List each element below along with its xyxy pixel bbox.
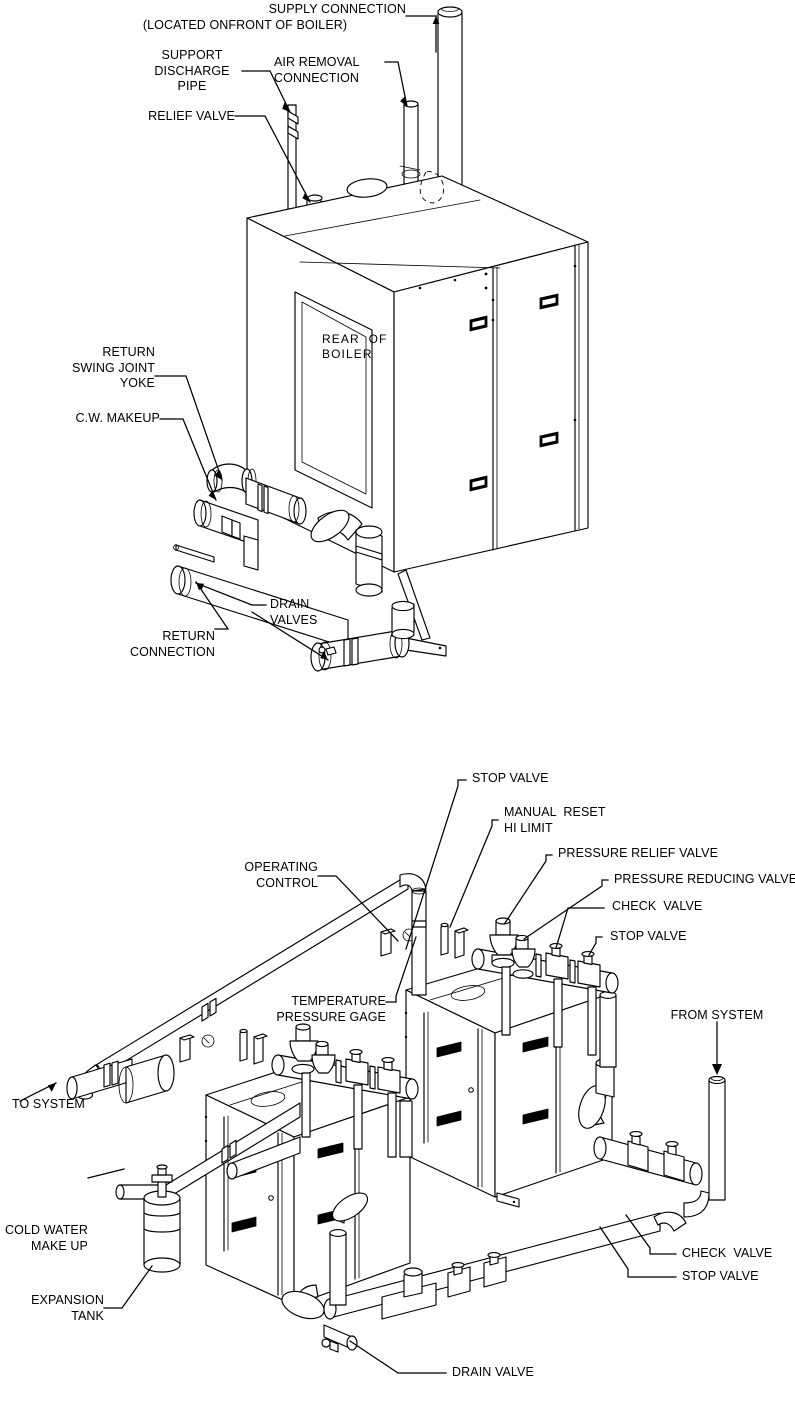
callout-supply-connection: SUPPLY CONNECTION	[268, 2, 406, 16]
callout-operating-control: OPERATING CONTROL	[244, 860, 318, 890]
callout-stop-valve-lower: STOP VALVE	[682, 1269, 759, 1283]
callout-stop-valve-upper: STOP VALVE	[610, 929, 687, 943]
callout-check-valve-lower: CHECK VALVE	[682, 1246, 773, 1260]
figure-rear-of-boiler-graphic	[154, 6, 589, 672]
from-system-riser	[683, 1075, 726, 1218]
callout-pressure-relief-valve: PRESSURE RELIEF VALVE	[558, 846, 719, 860]
figure-multiple-boiler-graphic	[19, 779, 726, 1374]
lower-drain-header	[281, 1192, 687, 1353]
boiler-unit-rear	[404, 954, 613, 1208]
callout-return-connection: RETURN CONNECTION	[129, 629, 215, 659]
top-valve-group	[471, 917, 619, 994]
to-system-outlet	[66, 1054, 175, 1104]
callout-return-swing-joint-yoke: RETURN SWING JOINT YOKE	[71, 345, 155, 390]
crossover-pipe	[226, 1100, 413, 1180]
rear-manifold-risers	[501, 966, 597, 1056]
callout-relief-valve: RELIEF VALVE	[148, 109, 235, 123]
callout-stop-valve-top: STOP VALVE	[472, 771, 549, 785]
callout-drain-valves: DRAIN VALVES	[270, 597, 318, 627]
callout-air-removal-connection: AIR REMOVAL CONNECTION	[274, 55, 360, 85]
callout-support-discharge-pipe: SUPPORT DISCHARGE PIPE	[154, 48, 230, 93]
mid-valve-group	[271, 1023, 419, 1158]
callout-drain-valve: DRAIN VALVE	[452, 1365, 534, 1379]
callout-cold-water-make-up: COLD WATER MAKE UP	[5, 1223, 88, 1253]
support-discharge-pipe-shape	[287, 104, 299, 211]
right-valve-train	[578, 991, 703, 1186]
return-swing-joint-yoke-assembly	[170, 463, 415, 672]
callout-to-system: TO SYSTEM	[12, 1097, 85, 1111]
expansion-tank-assembly	[143, 1164, 181, 1273]
callout-expansion-tank: EXPANSION TANK	[31, 1293, 104, 1323]
boiler-face-text: REAR OF BOILER	[322, 332, 388, 361]
boiler-top-openings	[346, 165, 445, 204]
callout-pressure-reducing-valve: PRESSURE REDUCING VALVE	[614, 872, 795, 886]
figure1-leaders	[154, 15, 440, 661]
callout-check-valve-upper: CHECK VALVE	[612, 899, 703, 913]
figure2-leaders	[19, 779, 722, 1374]
callout-from-system: FROM SYSTEM	[670, 1008, 764, 1022]
boiler-controls	[179, 922, 469, 1065]
callout-supply-connection-sub: (LOCATED ONFRONT OF BOILER)	[142, 18, 348, 32]
boiler-cabinet	[246, 175, 589, 657]
callout-manual-reset-hi-limit: MANUAL RESET HI LIMIT	[504, 805, 606, 835]
callout-cw-makeup: C.W. MAKEUP	[75, 411, 160, 425]
callout-temperature-pressure-gage: TEMPERATURE PRESSURE GAGE	[276, 994, 386, 1024]
